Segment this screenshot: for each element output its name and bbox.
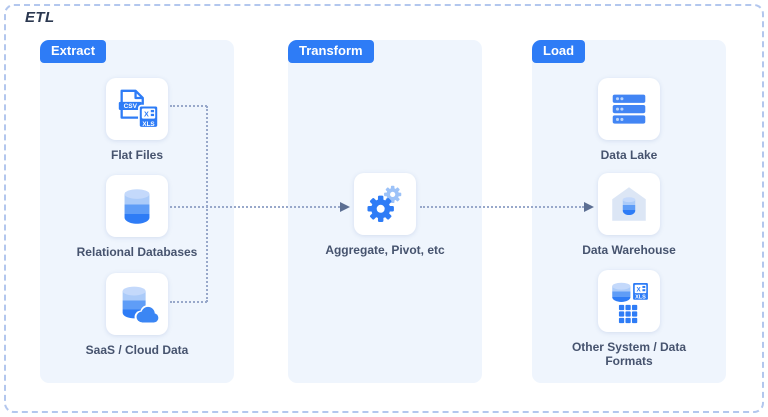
connector-saas bbox=[170, 301, 207, 303]
flat-files-icon: CSV X XLS bbox=[118, 89, 159, 129]
transform-panel: Transform bbox=[288, 40, 482, 383]
database-icon bbox=[124, 189, 150, 224]
flat-files-card: CSV X XLS bbox=[106, 78, 168, 140]
arrowhead-into-load bbox=[584, 201, 594, 212]
data-warehouse-card bbox=[598, 173, 660, 235]
gears-icon bbox=[367, 185, 402, 222]
connector-extract-to-transform bbox=[170, 206, 340, 208]
relational-databases-label: Relational Databases bbox=[76, 245, 198, 259]
saas-cloud-card bbox=[106, 273, 168, 335]
server-stack-icon bbox=[612, 94, 646, 124]
load-panel-label: Load bbox=[532, 40, 586, 64]
connector-transform-to-load bbox=[420, 206, 584, 208]
saas-cloud-label: SaaS / Cloud Data bbox=[85, 343, 189, 357]
arrowhead-into-transform bbox=[340, 201, 350, 212]
data-lake-label: Data Lake bbox=[600, 148, 658, 162]
connector-flat-files bbox=[170, 105, 207, 107]
relational-databases-card bbox=[106, 175, 168, 237]
extract-panel-label: Extract bbox=[40, 40, 107, 64]
csv-label: CSV bbox=[124, 103, 138, 110]
other-system-label: Other System / Data Formats bbox=[571, 340, 687, 369]
cloud-glyph bbox=[134, 304, 160, 324]
other-system-card: X XLS bbox=[598, 270, 660, 332]
xls-x-glyph: X bbox=[144, 109, 149, 118]
warehouse-icon bbox=[612, 187, 646, 221]
transform-card-label: Aggregate, Pivot, etc bbox=[325, 243, 445, 257]
extract-panel: Extract CSV X XLS Flat Files bbox=[40, 40, 234, 383]
xls-label: XLS bbox=[142, 121, 154, 128]
data-lake-card bbox=[598, 78, 660, 140]
transform-card bbox=[354, 173, 416, 235]
data-warehouse-label: Data Warehouse bbox=[582, 243, 676, 257]
xls-label: XLS bbox=[635, 295, 646, 301]
diagram-title: ETL bbox=[25, 9, 55, 26]
transform-panel-label: Transform bbox=[288, 40, 374, 64]
load-panel: Load Data Lake bbox=[532, 40, 726, 383]
xls-x-glyph: X bbox=[636, 286, 641, 293]
connector-junction-vertical bbox=[206, 106, 208, 302]
flat-files-label: Flat Files bbox=[110, 148, 163, 162]
data-formats-icon: X XLS bbox=[612, 281, 650, 324]
cloud-database-icon bbox=[122, 286, 160, 324]
